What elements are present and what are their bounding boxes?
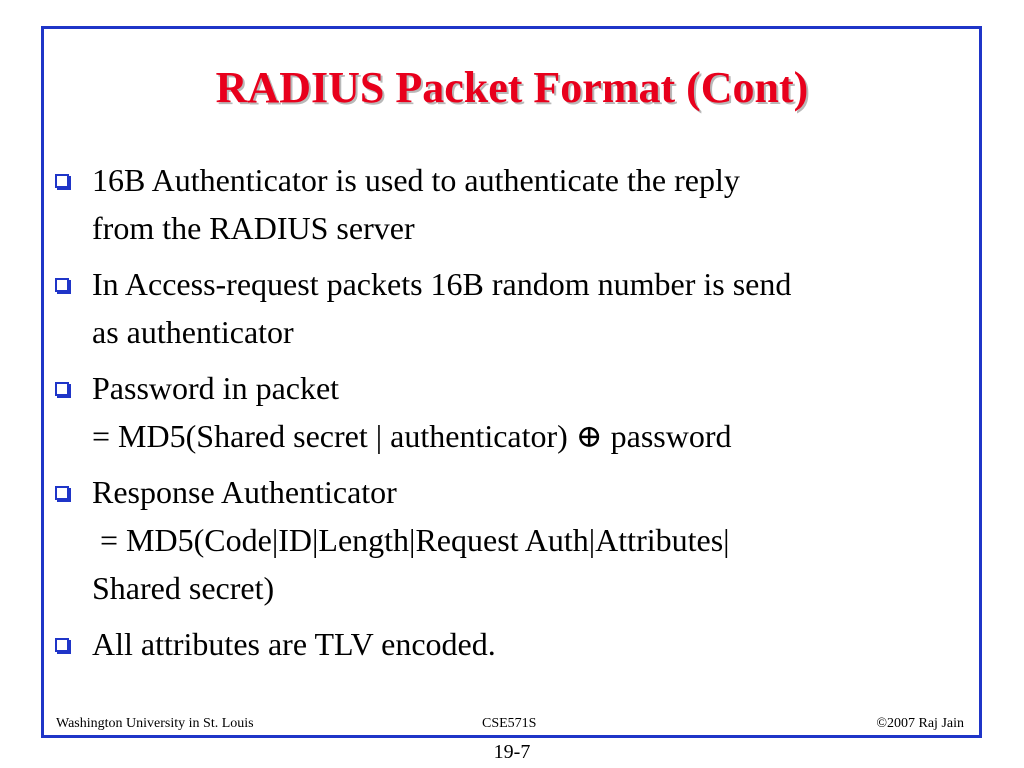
bullet-text-line: Password in packet	[92, 370, 340, 406]
footer-institution: Washington University in St. Louis	[56, 716, 254, 731]
hollow-square-bullet-icon	[55, 486, 69, 500]
bullet-item: Response Authenticator = MD5(Code|ID|Len…	[55, 468, 975, 612]
bullet-text-line: In Access-request packets 16B random num…	[92, 266, 792, 302]
hollow-square-bullet-icon	[55, 174, 69, 188]
hollow-square-bullet-icon	[55, 638, 69, 652]
slide-frame	[41, 26, 982, 738]
bullet-text-line: = MD5(Code|ID|Length|Request Auth|Attrib…	[92, 522, 730, 558]
bullet-item: 16B Authenticator is used to authenticat…	[55, 156, 975, 252]
bullet-list: 16B Authenticator is used to authenticat…	[55, 156, 975, 676]
bullet-item: All attributes are TLV encoded.	[55, 620, 975, 668]
hollow-square-bullet-icon	[55, 382, 69, 396]
bullet-item: Password in packet = MD5(Shared secret |…	[55, 364, 975, 460]
footer-copyright: ©2007 Raj Jain	[876, 716, 964, 731]
page-number: 19-7	[493, 741, 531, 763]
slide-title: RADIUS Packet Format (Cont)	[215, 63, 809, 112]
bullet-item: In Access-request packets 16B random num…	[55, 260, 975, 356]
bullet-text-line: = MD5(Shared secret | authenticator) ⊕ p…	[92, 418, 732, 454]
footer-course: CSE571S	[482, 716, 537, 731]
bullet-text-line: from the RADIUS server	[92, 210, 415, 246]
bullet-text-line: All attributes are TLV encoded.	[92, 626, 496, 662]
bullet-text-line: 16B Authenticator is used to authenticat…	[92, 162, 740, 198]
bullet-text-line: as authenticator	[92, 314, 294, 350]
hollow-square-bullet-icon	[55, 278, 69, 292]
bullet-text-line: Shared secret)	[92, 570, 275, 606]
bullet-text-line: Response Authenticator	[92, 474, 397, 510]
